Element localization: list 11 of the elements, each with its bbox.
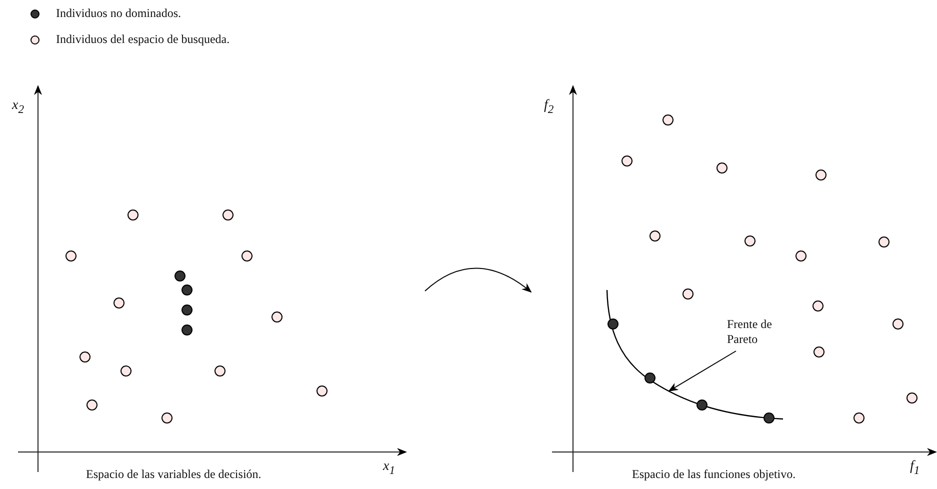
pareto-curve [606,290,784,420]
axis-label: f$_{2}$ [544,98,554,117]
axis-label: f$_{1}$ [910,459,920,478]
legend-label: Individuos no dominados. [56,6,181,21]
panel-caption: Espacio de las variables de decisión. [86,467,262,482]
axis-label: x$_{2}$ [12,98,24,117]
callout-text: Frente de Pareto [727,317,797,347]
legend-label: Individuos del espacio de busqueda. [56,32,230,47]
panel-caption: Espacio de las funciones objetivo. [632,467,796,482]
leader-arrow [668,350,736,392]
axis-label: x$_{1}$ [383,459,396,478]
